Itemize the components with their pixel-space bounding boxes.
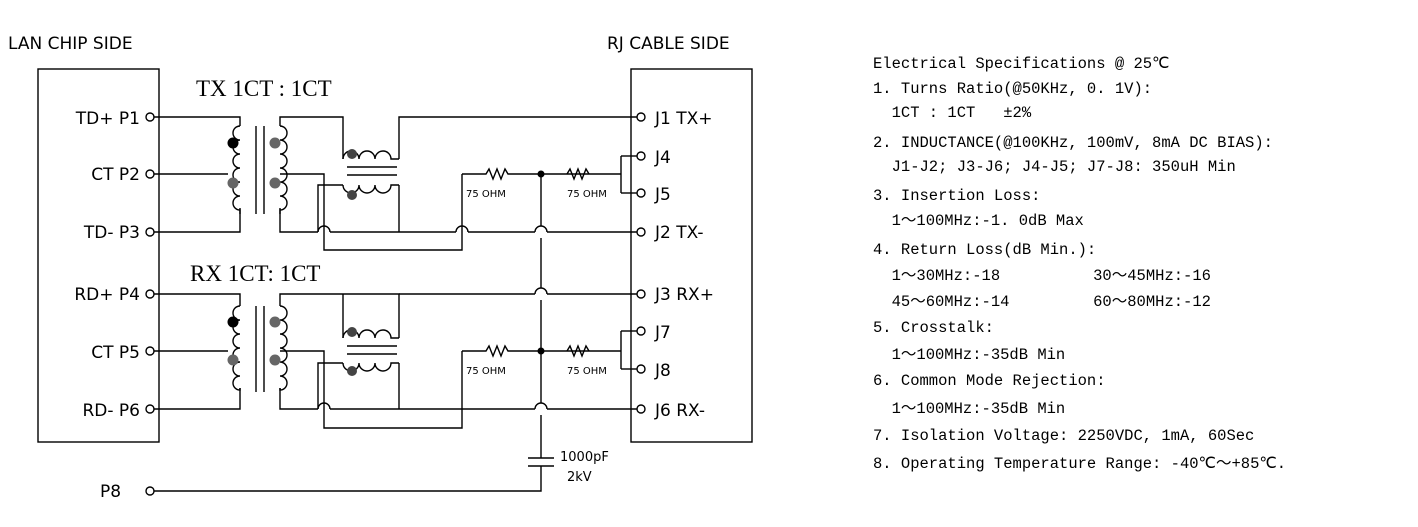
rx-dot-5	[347, 327, 357, 337]
pin-p1-label: TD+ P1	[75, 109, 140, 129]
rx-dot-3	[269, 316, 281, 328]
lan-chip-side-label: LAN CHIP SIDE	[8, 34, 133, 54]
rx-dot-4	[269, 354, 281, 366]
rj-cable-side-label: RJ CABLE SIDE	[607, 34, 730, 54]
rj-cable-box	[630, 68, 753, 443]
spec-line: 5. Crosstalk:	[873, 319, 994, 337]
rx-polarity-dots	[227, 316, 545, 376]
spec-line: 1～100MHz:-35dB Min	[873, 346, 1065, 364]
spec-line: J1-J2; J3-J6; J4-J5; J7-J8: 350uH Min	[873, 158, 1236, 176]
rx-dot-1	[227, 316, 239, 328]
pin-j7-label: J7	[654, 323, 671, 343]
pin-p8-label: P8	[100, 482, 121, 502]
common-ground-bus	[154, 174, 554, 492]
spec-line: 1～30MHz:-18 30～45MHz:-16	[873, 267, 1211, 285]
pin-p4-label: RD+ P4	[74, 285, 140, 305]
spec-line: 45～60MHz:-14 60～80MHz:-12	[873, 293, 1211, 311]
tx-dot-1	[227, 137, 239, 149]
specifications: Electrical Specifications @ 25℃ 1. Turns…	[873, 55, 1286, 473]
pin-p6-label: RD- P6	[82, 401, 140, 421]
capacitor-value: 1000pF	[560, 450, 609, 465]
tx-resistor-2-label: 75 OHM	[567, 189, 607, 200]
spec-line: 8. Operating Temperature Range: -40℃～+85…	[873, 455, 1286, 473]
pin-j4-label: J4	[654, 148, 671, 168]
tx-dot-6	[347, 190, 357, 200]
rx-dot-6	[347, 366, 357, 376]
pin-p3-label: TD- P3	[83, 223, 140, 243]
capacitor-voltage: 2kV	[567, 470, 592, 485]
pin-j2-label: J2 TX-	[654, 223, 704, 243]
pin-p5-label: CT P5	[91, 343, 140, 363]
tx-polarity-dots	[227, 137, 545, 200]
spec-line: 1～100MHz:-1. 0dB Max	[873, 212, 1084, 230]
spec-line: 6. Common Mode Rejection:	[873, 372, 1106, 390]
rx-circuit	[154, 287, 637, 429]
tx-dot-4	[269, 177, 281, 189]
tx-dot-2	[227, 177, 239, 189]
spec-line: 2. INDUCTANCE(@100KHz, 100mV, 8mA DC BIA…	[873, 134, 1273, 152]
tx-dot-5	[347, 149, 357, 159]
tx-dot-3	[269, 137, 281, 149]
pin-j6-label: J6 RX-	[654, 401, 705, 421]
rx-resistor-2-label: 75 OHM	[567, 366, 607, 377]
pin-j8-label: J8	[654, 361, 671, 381]
rx-dot-2	[227, 354, 239, 366]
lan-chip-box	[37, 68, 160, 443]
tx-title: TX 1CT : 1CT	[196, 76, 332, 101]
spec-title: Electrical Specifications @ 25℃	[873, 55, 1169, 73]
spec-line: 1. Turns Ratio(@50KHz, 0. 1V):	[873, 80, 1152, 98]
tx-resistor-1-label: 75 OHM	[466, 189, 506, 200]
pin-j1-label: J1 TX+	[654, 109, 713, 129]
pin-j5-label: J5	[654, 185, 671, 205]
rx-resistor-1-label: 75 OHM	[466, 366, 506, 377]
spec-line: 1CT : 1CT ±2%	[873, 104, 1032, 122]
tx-circuit	[154, 116, 637, 251]
spec-line: 1～100MHz:-35dB Min	[873, 400, 1065, 418]
spec-line: 3. Insertion Loss:	[873, 187, 1040, 205]
pin-p2-label: CT P2	[91, 165, 140, 185]
spec-line: 4. Return Loss(dB Min.):	[873, 241, 1096, 259]
spec-line: 7. Isolation Voltage: 2250VDC, 1mA, 60Se…	[873, 427, 1254, 445]
pin-j3-label: J3 RX+	[654, 285, 714, 305]
rx-title: RX 1CT: 1CT	[190, 261, 320, 286]
